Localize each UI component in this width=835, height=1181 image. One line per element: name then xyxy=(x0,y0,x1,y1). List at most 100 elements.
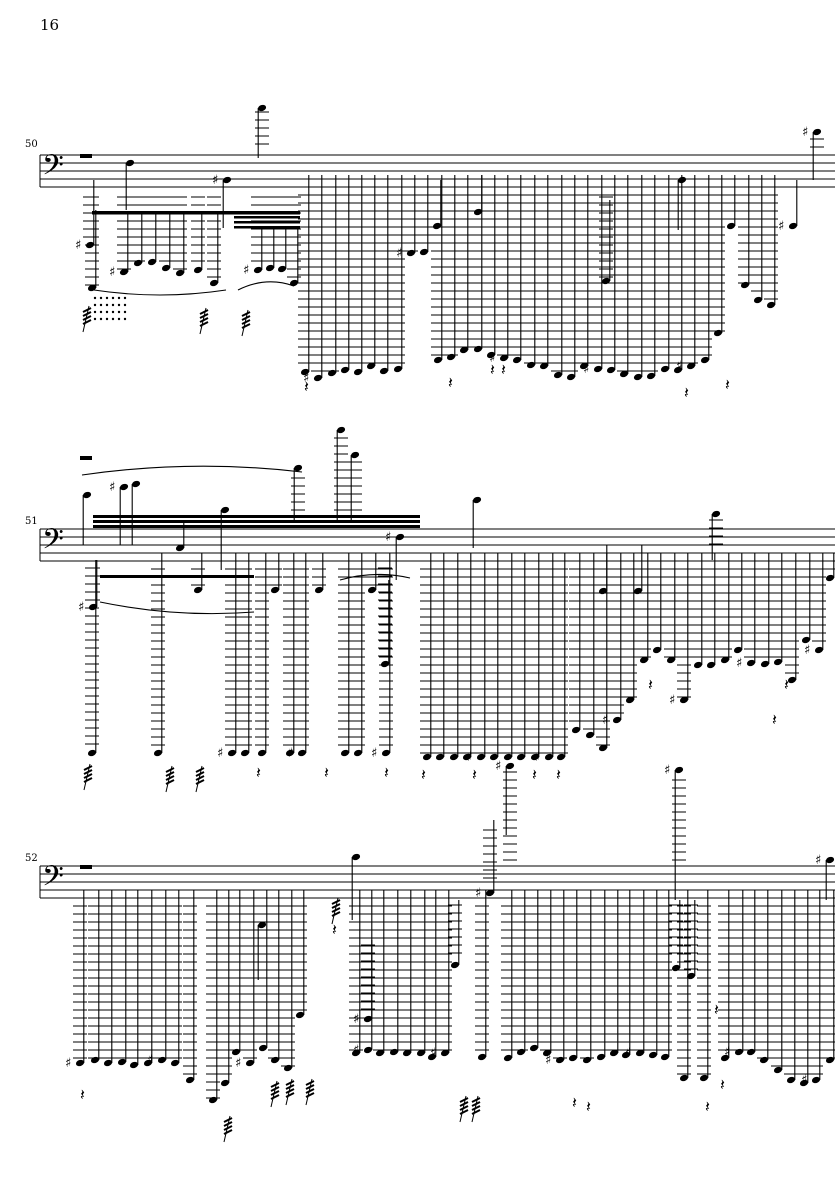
notehead-icon xyxy=(366,362,376,370)
notehead-icon xyxy=(760,660,770,668)
notehead-icon xyxy=(265,264,275,272)
dot xyxy=(111,310,115,314)
notehead-icon xyxy=(300,368,310,376)
tremolo-stroke xyxy=(471,1097,481,1103)
dot xyxy=(93,303,97,307)
tremolo-stroke xyxy=(241,311,251,317)
notehead-icon xyxy=(596,1053,606,1061)
tremolo-stroke xyxy=(471,1109,481,1115)
bass-clef-icon: 𝄢 xyxy=(42,860,64,900)
tremolo-stroke xyxy=(165,767,175,773)
quarter-rest-icon: 𝄽 xyxy=(586,1097,591,1116)
notehead-icon xyxy=(674,766,684,774)
sharp-icon: ♯ xyxy=(602,713,608,728)
tremolo-stroke xyxy=(165,779,175,785)
notehead-icon xyxy=(427,1053,437,1061)
notehead-icon xyxy=(143,1059,153,1067)
notehead-icon xyxy=(529,1044,539,1052)
notehead-icon xyxy=(433,356,443,364)
notehead-icon xyxy=(503,1054,513,1062)
dot xyxy=(117,310,121,314)
notehead-icon xyxy=(773,1066,783,1074)
page-number: 16 xyxy=(40,16,60,34)
notehead-icon xyxy=(240,749,250,757)
beam xyxy=(93,525,420,528)
quarter-rest-icon: 𝄽 xyxy=(324,763,329,782)
notehead-icon xyxy=(635,1049,645,1057)
dot xyxy=(105,317,109,321)
notehead-icon xyxy=(648,1051,658,1059)
notehead-icon xyxy=(473,208,483,216)
notehead-icon xyxy=(746,659,756,667)
notation-marks: ♯♯♯♯♯♯♯♯♯♯♯𝄽𝄽𝄽𝄽𝄽𝄽♯♯♯♯♯♯♯♯♯♯♯♯𝄽𝄽𝄽𝄽𝄽𝄽𝄽𝄽𝄽𝄽♯… xyxy=(65,104,835,1143)
sharp-icon: ♯ xyxy=(583,362,589,377)
tremolo-stem xyxy=(285,1078,293,1106)
sharp-icon: ♯ xyxy=(804,643,810,658)
tremolo-stroke xyxy=(83,777,93,783)
sharp-icon: ♯ xyxy=(78,600,84,615)
notehead-icon xyxy=(175,269,185,277)
sharp-icon: ♯ xyxy=(385,530,391,545)
dot xyxy=(93,296,97,300)
notehead-icon xyxy=(375,1049,385,1057)
sharp-icon: ♯ xyxy=(75,238,81,253)
sharp-icon: ♯ xyxy=(736,656,742,671)
sharp-icon: ♯ xyxy=(778,219,784,234)
dot xyxy=(123,296,127,300)
notehead-icon xyxy=(381,749,391,757)
notehead-icon xyxy=(726,222,736,230)
notehead-icon xyxy=(257,749,267,757)
sharp-icon: ♯ xyxy=(147,1053,153,1068)
notehead-icon xyxy=(812,128,822,136)
notehead-icon xyxy=(82,491,92,499)
notehead-icon xyxy=(340,749,350,757)
tremolo-stroke xyxy=(195,767,205,773)
sharp-icon: ♯ xyxy=(724,1045,730,1060)
notehead-icon xyxy=(609,1049,619,1057)
sharp-icon: ♯ xyxy=(664,763,670,778)
dot xyxy=(117,317,121,321)
dot xyxy=(123,303,127,307)
notehead-icon xyxy=(379,367,389,375)
sharp-icon: ♯ xyxy=(669,693,675,708)
notehead-icon xyxy=(579,362,589,370)
notehead-icon xyxy=(646,372,656,380)
notehead-icon xyxy=(539,362,549,370)
sharp-icon: ♯ xyxy=(353,1043,359,1058)
quarter-rest-icon: 𝄽 xyxy=(421,765,426,784)
tremolo-stroke xyxy=(331,911,341,917)
notehead-icon xyxy=(660,365,670,373)
tremolo-stem xyxy=(305,1078,313,1106)
notehead-icon xyxy=(117,1058,127,1066)
tremolo-stem xyxy=(241,309,249,337)
sharp-icon: ♯ xyxy=(545,1053,551,1068)
notehead-icon xyxy=(720,1054,730,1062)
sharp-icon: ♯ xyxy=(466,750,472,765)
measure-number-52: 52 xyxy=(25,853,38,864)
quarter-rest-icon: 𝄽 xyxy=(472,765,477,784)
quarter-rest-icon: 𝄽 xyxy=(80,1085,85,1104)
tremolo-stem xyxy=(195,765,203,793)
notehead-icon xyxy=(170,1059,180,1067)
measure-number-50: 50 xyxy=(25,139,38,150)
notehead-icon xyxy=(185,1076,195,1084)
quarter-rest-icon: 𝄽 xyxy=(720,1075,725,1094)
notehead-icon xyxy=(505,762,515,770)
quarter-rest-icon: 𝄽 xyxy=(304,377,309,396)
notehead-icon xyxy=(367,586,377,594)
quarter-rest-icon: 𝄽 xyxy=(705,1097,710,1116)
tremolo-stem xyxy=(471,1095,479,1123)
notehead-icon xyxy=(601,277,611,285)
dot xyxy=(123,310,127,314)
dot xyxy=(117,296,121,300)
notehead-icon xyxy=(129,1061,139,1069)
tremolo-stroke xyxy=(471,1105,481,1111)
notehead-icon xyxy=(639,656,649,664)
notehead-icon xyxy=(633,373,643,381)
notehead-icon xyxy=(227,749,237,757)
notehead-icon xyxy=(432,222,442,230)
notehead-icon xyxy=(566,373,576,381)
notehead-icon xyxy=(220,506,230,514)
notehead-icon xyxy=(699,1074,709,1082)
